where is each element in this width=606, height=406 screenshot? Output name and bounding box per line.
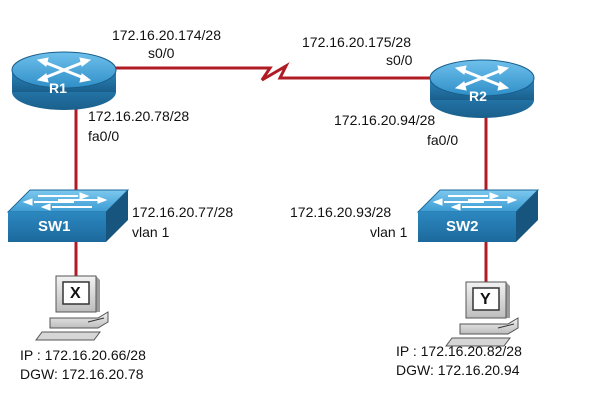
r1-fa-interface: fa0/0 xyxy=(88,128,120,144)
pc-y-label: Y xyxy=(480,291,491,308)
sw2-ip: 172.16.20.93/28 xyxy=(290,204,392,220)
r2-serial-ip: 172.16.20.175/28 xyxy=(302,34,411,50)
r2-fa-ip: 172.16.20.94/28 xyxy=(334,112,436,128)
switch-sw2[interactable] xyxy=(416,189,540,242)
router-arrows-icon xyxy=(36,57,92,83)
links xyxy=(74,62,488,282)
pc-x-label: X xyxy=(70,285,81,302)
router-r1[interactable] xyxy=(11,51,117,110)
r2-fa-interface: fa0/0 xyxy=(427,132,459,148)
sw1-vlan: vlan 1 xyxy=(132,224,170,240)
switch-arrows-icon xyxy=(432,192,518,211)
sw1-ip: 172.16.20.77/28 xyxy=(132,204,234,220)
switch-arrows-icon xyxy=(22,192,108,211)
pc-y[interactable] xyxy=(445,281,519,347)
pc-x-ip: IP : 172.16.20.66/28 xyxy=(20,347,146,363)
pc-y-gateway: DGW: 172.16.20.94 xyxy=(396,362,520,378)
sw2-vlan: vlan 1 xyxy=(370,224,408,240)
router-r2[interactable] xyxy=(429,59,535,118)
r1-serial-interface: s0/0 xyxy=(148,45,175,61)
r2-serial-interface: s0/0 xyxy=(386,52,413,68)
serial-link xyxy=(108,62,440,82)
r1-fa-ip: 172.16.20.78/28 xyxy=(88,108,190,124)
router-arrows-icon xyxy=(454,65,510,91)
router-r2-label: R2 xyxy=(469,88,487,104)
switch-sw1[interactable] xyxy=(6,189,130,242)
pc-x-gateway: DGW: 172.16.20.78 xyxy=(20,366,144,382)
router-r1-label: R1 xyxy=(49,80,67,96)
pc-y-ip: IP : 172.16.20.82/28 xyxy=(396,343,522,359)
switch-sw1-label: SW1 xyxy=(38,218,71,235)
switch-sw2-label: SW2 xyxy=(446,218,479,235)
pc-x[interactable] xyxy=(35,275,109,341)
r1-serial-ip: 172.16.20.174/28 xyxy=(112,27,221,43)
